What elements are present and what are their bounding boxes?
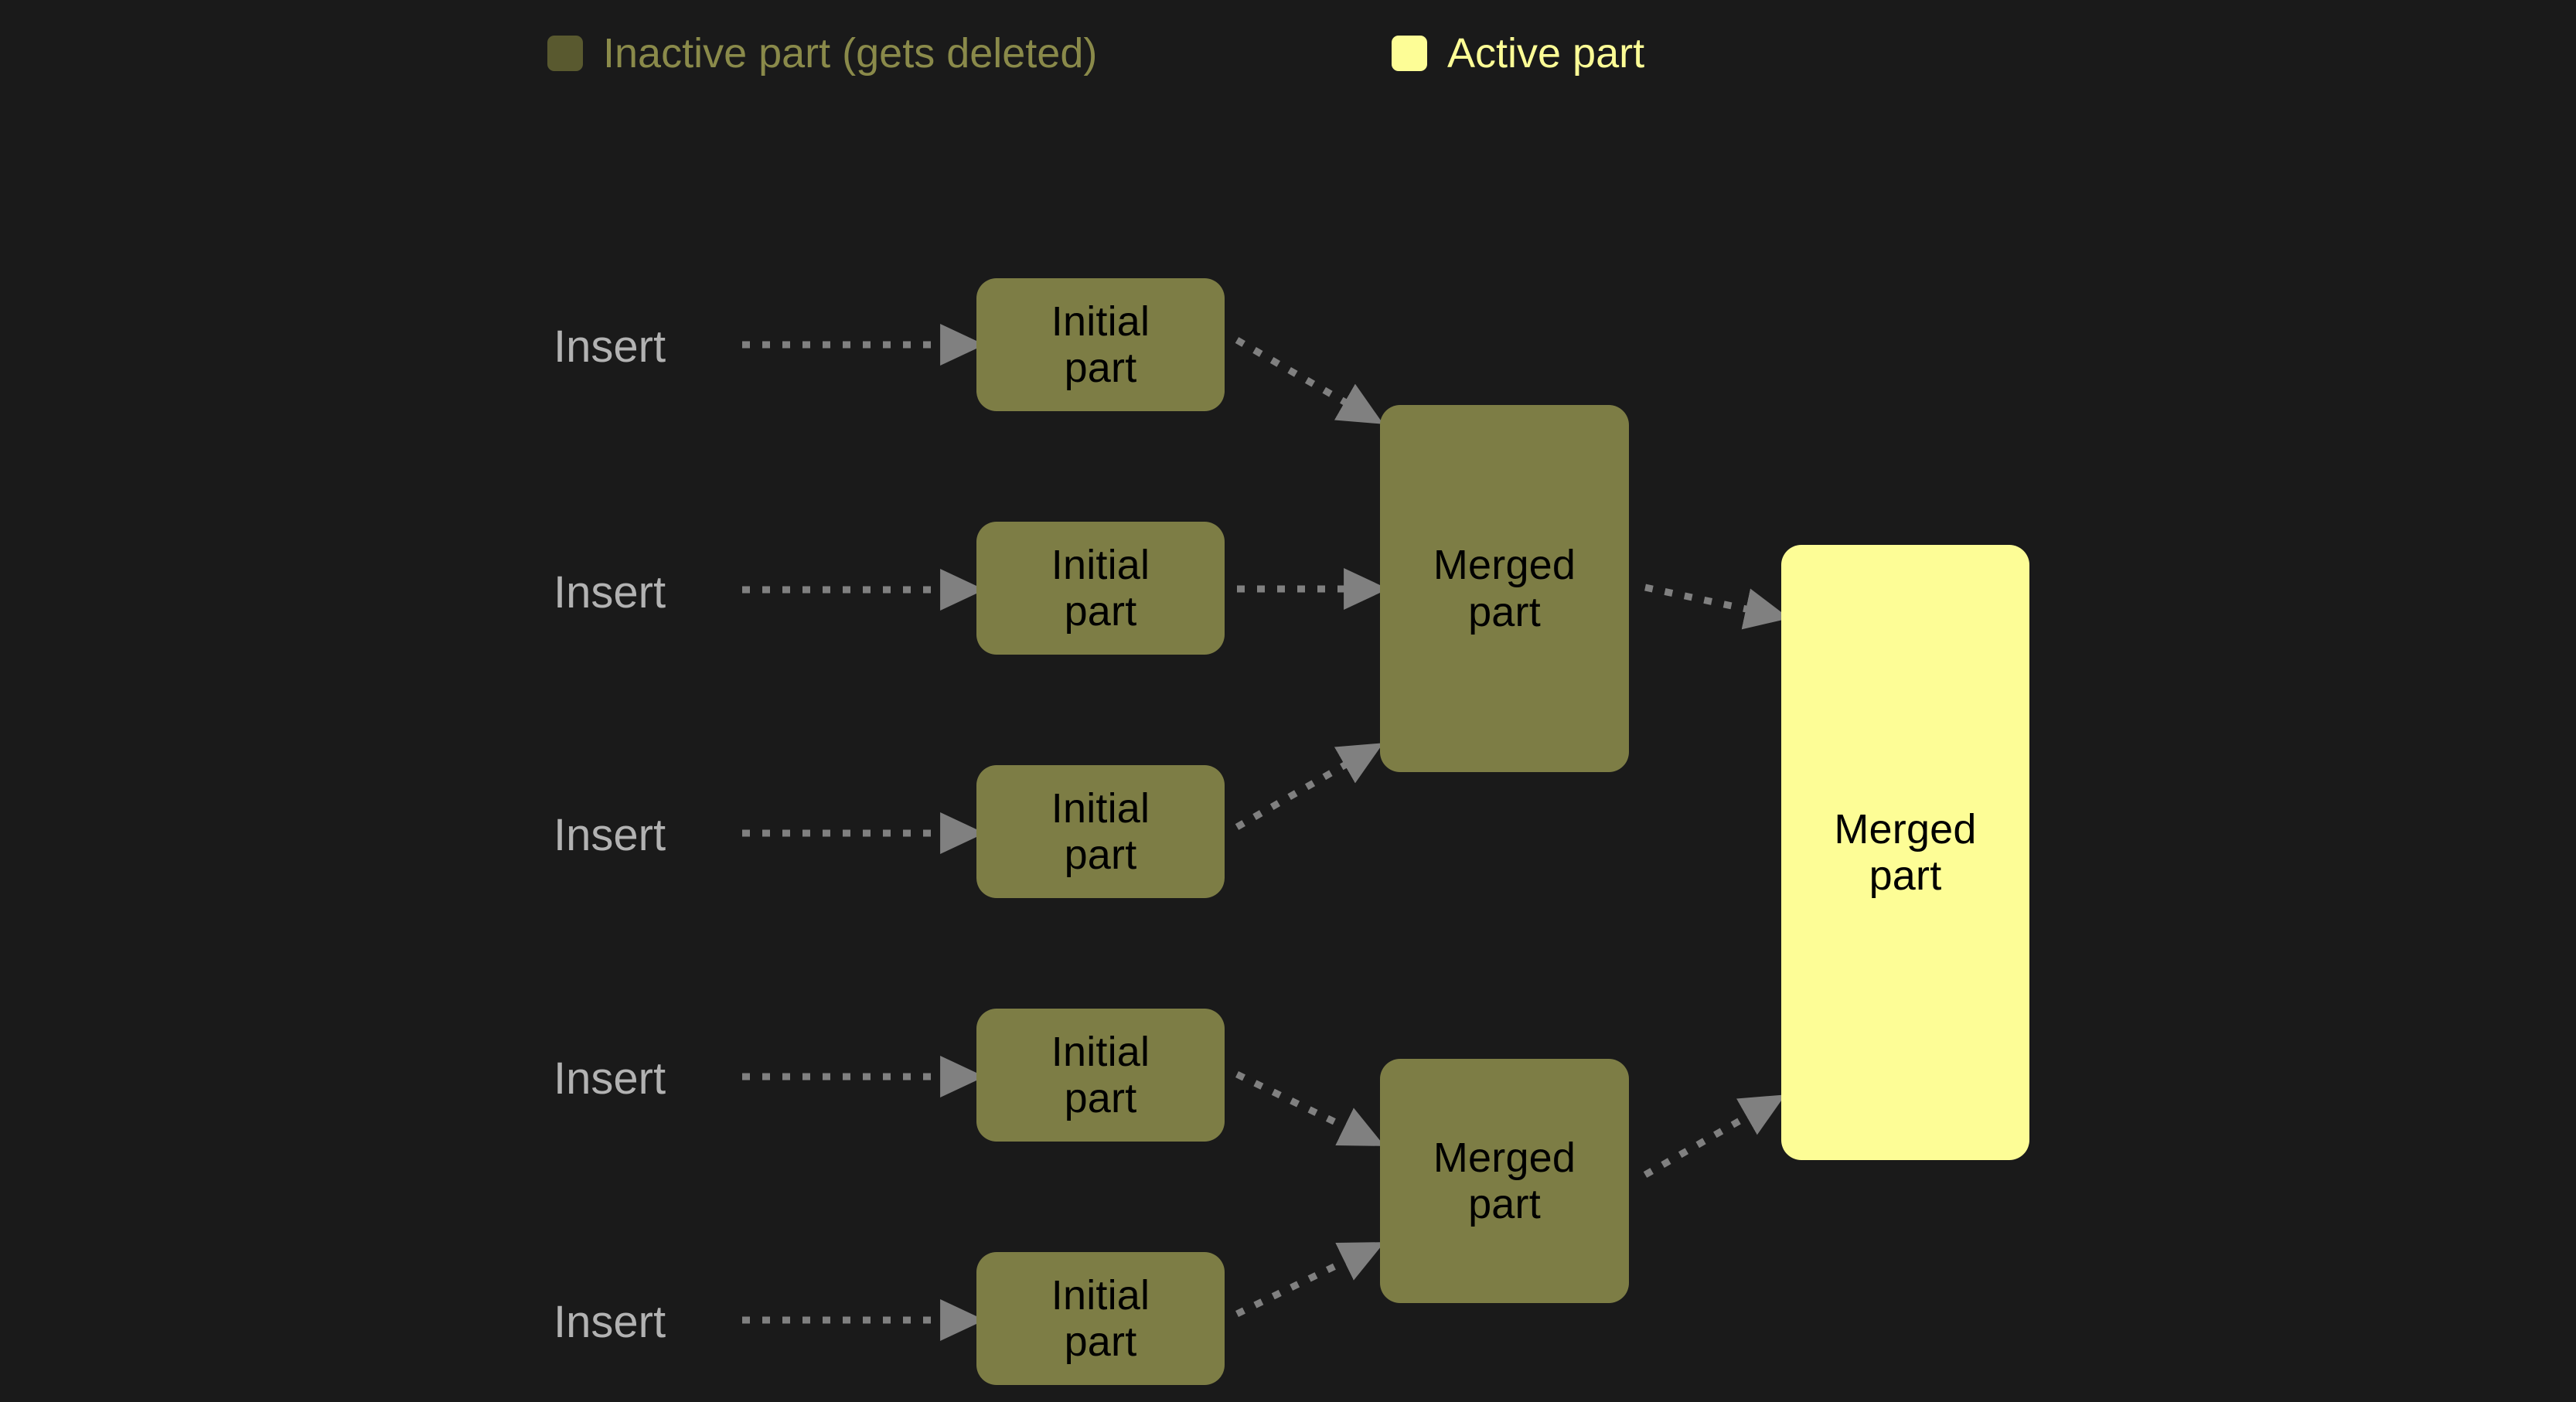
insert-label-3: Insert (554, 810, 666, 860)
legend-label-inactive: Inactive part (gets deleted) (603, 30, 1098, 77)
arrow-merged-top-active (1644, 584, 1790, 630)
legend: Inactive part (gets deleted) Active part (0, 23, 2576, 85)
arrow-initial-1-merged-top (1235, 337, 1384, 424)
arrow-initial-3-merged-top (1235, 743, 1384, 830)
insert-label-5: Insert (554, 1297, 666, 1347)
arrow-initial-5-merged-bottom (1235, 1242, 1385, 1318)
legend-item-inactive: Inactive part (gets deleted) (547, 32, 1097, 74)
legend-item-active: Active part (1392, 32, 1644, 74)
insert-label-2: Insert (554, 567, 666, 618)
legend-label-active: Active part (1447, 30, 1645, 77)
arrow-merged-bottom-active (1643, 1094, 1786, 1178)
active-part-swatch-icon (1392, 36, 1427, 71)
inactive-part-swatch-icon (547, 36, 583, 71)
insert-label-1: Insert (554, 322, 666, 372)
insert-label-4: Insert (554, 1053, 666, 1104)
arrow-initial-4-merged-bottom (1235, 1070, 1385, 1146)
